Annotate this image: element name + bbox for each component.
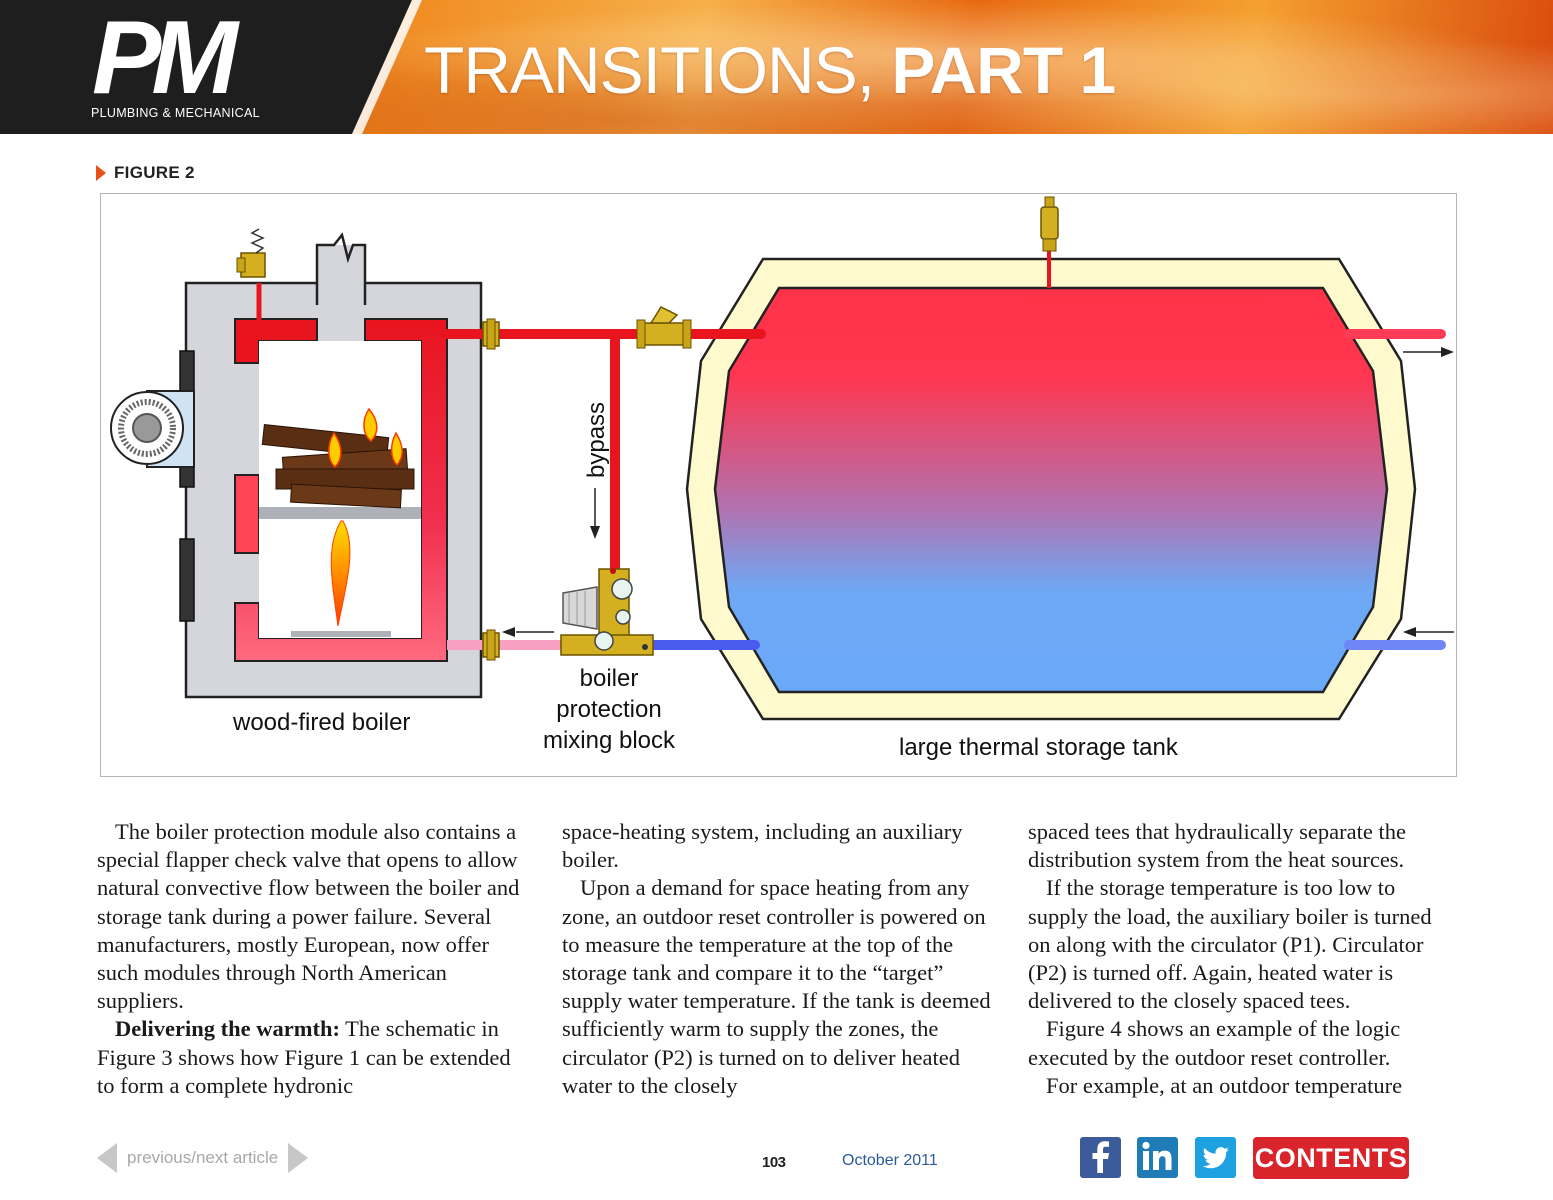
logo-panel — [0, 0, 422, 134]
article-column-3: spaced tees that hydraulically separate … — [1028, 818, 1458, 1100]
paragraph: For example, at an outdoor temperature — [1046, 1072, 1403, 1098]
flow-arrows — [502, 347, 1454, 637]
pipe-union-icon — [482, 318, 500, 661]
mixing-block-label-2: protection — [556, 696, 661, 723]
bypass-label: bypass — [583, 402, 610, 478]
pm-logo-subtitle: PLUMBING & MECHANICAL — [91, 106, 260, 120]
storage-tank — [685, 257, 1417, 721]
caption-arrow-icon — [96, 165, 106, 181]
page-number: 103 — [762, 1154, 786, 1171]
previous-arrow-icon[interactable] — [97, 1143, 117, 1173]
tank-label: large thermal storage tank — [899, 734, 1179, 761]
relief-valve-icon — [236, 228, 266, 321]
paragraph: If the storage temperature is too low to… — [1028, 875, 1432, 1014]
figure-diagram: wood-fired boiler boiler protection mixi… — [100, 193, 1457, 777]
paragraph: Delivering the warmth: The schematic in … — [97, 1015, 527, 1100]
paragraph-lead: Delivering the warmth: — [115, 1016, 340, 1042]
linkedin-icon[interactable] — [1137, 1137, 1178, 1178]
check-valve-icon — [636, 306, 692, 349]
paragraph: space-heating system, including an auxil… — [562, 819, 963, 873]
article-title: TRANSITIONS, PART 1 — [424, 30, 1116, 110]
article-column-1: The boiler protection module also contai… — [97, 818, 527, 1100]
wood-fired-boiler — [110, 228, 483, 699]
boiler-label: wood-fired boiler — [232, 709, 410, 736]
paragraph: Upon a demand for space heating from any… — [562, 875, 991, 1098]
paragraph: Figure 4 shows an example of the logic e… — [1028, 1016, 1401, 1070]
figure-caption: FIGURE 2 — [96, 162, 195, 184]
next-arrow-icon[interactable] — [288, 1143, 309, 1173]
article-title-light: TRANSITIONS, — [424, 33, 892, 107]
twitter-icon[interactable] — [1195, 1137, 1236, 1178]
combustion-fan-icon — [110, 390, 195, 468]
paragraph: The boiler protection module also contai… — [97, 819, 520, 1014]
hydronic-schematic: wood-fired boiler boiler protection mixi… — [110, 196, 1454, 761]
article-column-2: space-heating system, including an auxil… — [562, 818, 992, 1100]
mixing-block-icon — [560, 568, 654, 656]
paragraph-text: The schematic in Figure 3 shows how Figu… — [97, 1016, 511, 1098]
facebook-icon[interactable] — [1080, 1137, 1121, 1178]
figure-number: FIGURE 2 — [114, 163, 195, 182]
contents-button[interactable]: CONTENTS — [1253, 1137, 1409, 1179]
paragraph: spaced tees that hydraulically separate … — [1028, 819, 1406, 873]
article-title-bold: PART 1 — [891, 33, 1116, 107]
mixing-block-label-3: mixing block — [543, 727, 676, 754]
prev-next-nav: previous/next article — [97, 1143, 309, 1173]
air-vent-icon — [1040, 196, 1059, 252]
issue-date: October 2011 — [842, 1152, 938, 1169]
logs — [261, 424, 415, 509]
pm-logo[interactable]: PM — [92, 0, 238, 116]
page-header: PM PLUMBING & MECHANICAL TRANSITIONS, PA… — [0, 0, 1553, 134]
prev-next-label[interactable]: previous/next article — [127, 1148, 279, 1167]
mixing-block-label-1: boiler — [580, 665, 639, 692]
